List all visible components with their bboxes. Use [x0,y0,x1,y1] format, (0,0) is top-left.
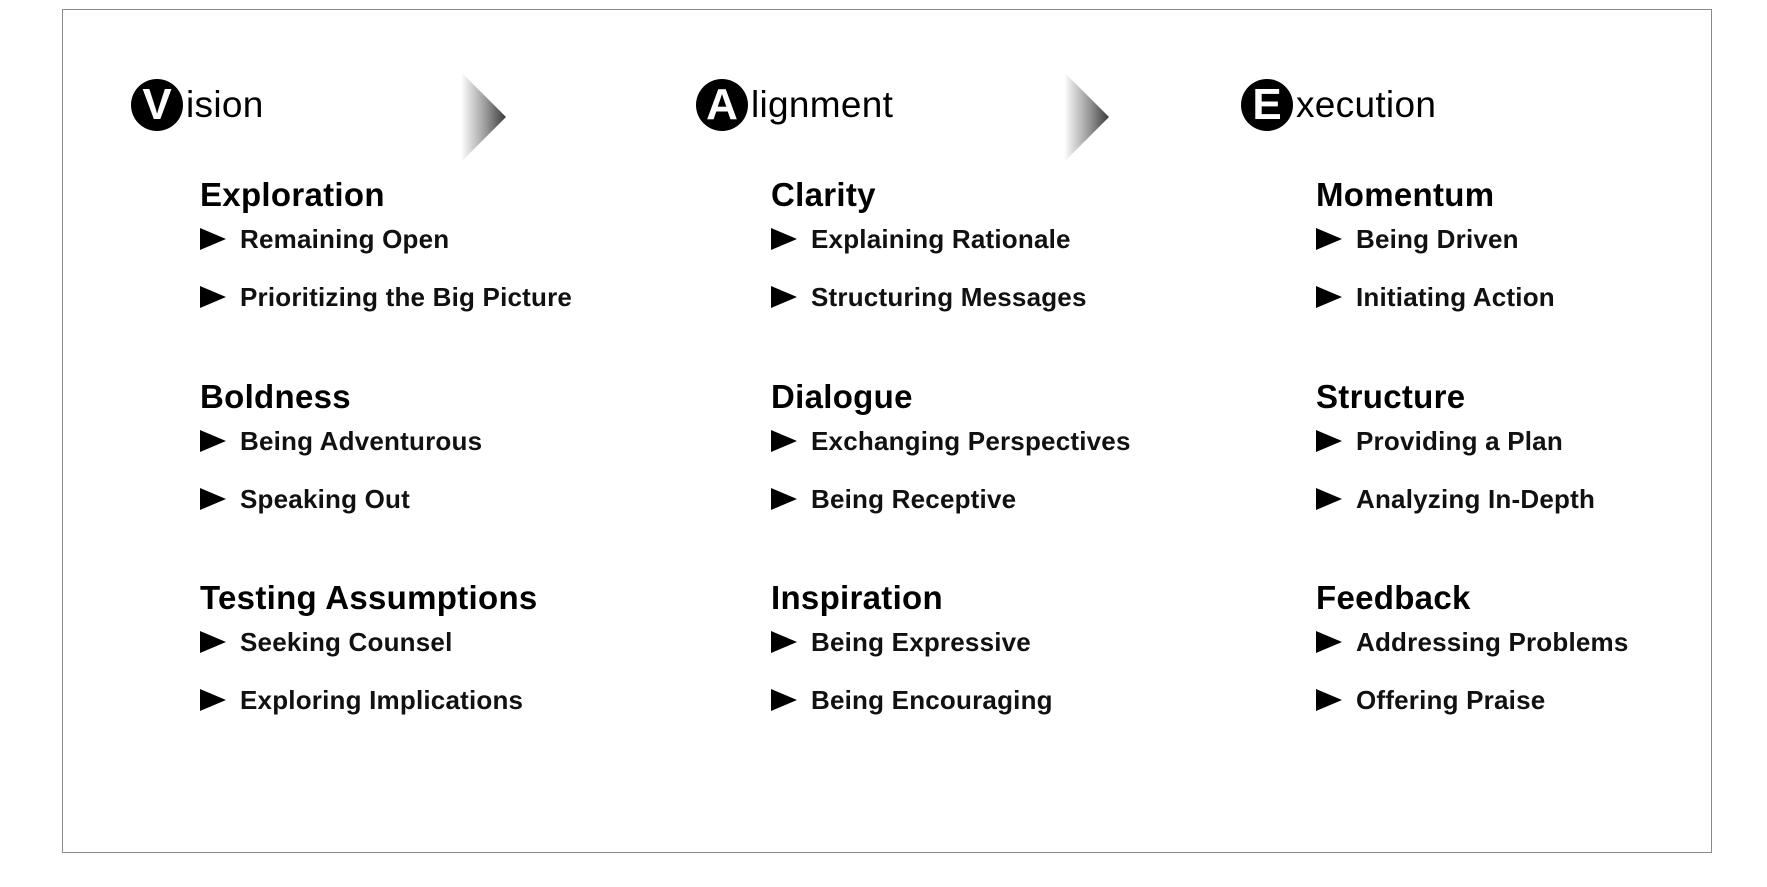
group: Structure Providing a Plan Analyzing In-… [1316,377,1595,514]
item-label: Being Receptive [811,483,1017,514]
item-label: Initiating Action [1356,281,1555,312]
header-text: xecution [1296,84,1437,125]
chevron-arrow-icon [1064,72,1109,162]
item-label: Explaining Rationale [811,223,1071,254]
triangle-bullet-icon [771,689,797,711]
group-title: Feedback [1316,579,1471,616]
column-header: A lignment [696,79,893,131]
item-label: Structuring Messages [811,281,1087,312]
column-header: V ision [131,79,264,131]
group: Testing Assumptions Seeking Counsel Expl… [200,578,538,715]
diagram-frame: V ision Exploration Remaining Open Prior… [62,9,1712,853]
list-item: Speaking Out [200,483,410,515]
item-label: Being Driven [1356,223,1519,254]
triangle-bullet-icon [200,689,226,711]
group-title: Dialogue [771,378,913,415]
item-label: Providing a Plan [1356,425,1563,456]
header-text: lignment [751,84,894,125]
triangle-bullet-icon [1316,286,1342,308]
list-item: Remaining Open [200,223,449,255]
list-item: Being Driven [1316,223,1519,255]
chevron-arrow-icon [461,72,506,162]
group-title: Boldness [200,378,351,415]
list-item: Providing a Plan [1316,425,1563,457]
group: Exploration Remaining Open Prioritizing … [200,175,572,312]
triangle-bullet-icon [771,286,797,308]
triangle-bullet-icon [200,286,226,308]
list-item: Being Adventurous [200,425,482,457]
triangle-bullet-icon [771,430,797,452]
triangle-bullet-icon [1316,430,1342,452]
item-label: Remaining Open [240,223,450,254]
list-item: Being Encouraging [771,684,1053,716]
triangle-bullet-icon [771,631,797,653]
item-label: Exploring Implications [240,684,524,715]
header-text: ision [186,84,264,125]
letter-badge: E [1241,79,1293,131]
triangle-bullet-icon [200,430,226,452]
item-label: Offering Praise [1356,684,1546,715]
item-label: Being Expressive [811,626,1031,657]
group-title: Exploration [200,176,385,213]
item-label: Addressing Problems [1356,626,1629,657]
list-item: Exchanging Perspectives [771,425,1131,457]
item-label: Prioritizing the Big Picture [240,281,573,312]
list-item: Structuring Messages [771,281,1087,313]
list-item: Being Receptive [771,483,1016,515]
item-label: Speaking Out [240,483,410,514]
letter-badge: A [696,79,748,131]
item-label: Being Adventurous [240,425,483,456]
triangle-bullet-icon [771,488,797,510]
list-item: Exploring Implications [200,684,523,716]
group-title: Momentum [1316,176,1495,213]
group: Dialogue Exchanging Perspectives Being R… [771,377,1130,514]
group: Boldness Being Adventurous Speaking Out [200,377,482,514]
list-item: Being Expressive [771,626,1031,658]
group: Clarity Explaining Rationale Structuring… [771,175,1086,312]
triangle-bullet-icon [200,631,226,653]
group-title: Structure [1316,378,1466,415]
triangle-bullet-icon [1316,689,1342,711]
group: Momentum Being Driven Initiating Action [1316,175,1555,312]
letter-badge: V [131,79,183,131]
item-label: Exchanging Perspectives [811,425,1131,456]
item-label: Seeking Counsel [240,626,453,657]
list-item: Seeking Counsel [200,626,453,658]
list-item: Explaining Rationale [771,223,1071,255]
triangle-bullet-icon [200,228,226,250]
list-item: Analyzing In-Depth [1316,483,1595,515]
group: Feedback Addressing Problems Offering Pr… [1316,578,1628,715]
triangle-bullet-icon [771,228,797,250]
group-title: Clarity [771,176,876,213]
group: Inspiration Being Expressive Being Encou… [771,578,1053,715]
triangle-bullet-icon [1316,488,1342,510]
list-item: Prioritizing the Big Picture [200,281,572,313]
item-label: Being Encouraging [811,684,1053,715]
list-item: Offering Praise [1316,684,1545,716]
group-title: Inspiration [771,579,943,616]
triangle-bullet-icon [200,488,226,510]
list-item: Addressing Problems [1316,626,1629,658]
column-header: E xecution [1241,79,1436,131]
triangle-bullet-icon [1316,631,1342,653]
triangle-bullet-icon [1316,228,1342,250]
list-item: Initiating Action [1316,281,1555,313]
item-label: Analyzing In-Depth [1356,483,1596,514]
group-title: Testing Assumptions [200,579,538,616]
